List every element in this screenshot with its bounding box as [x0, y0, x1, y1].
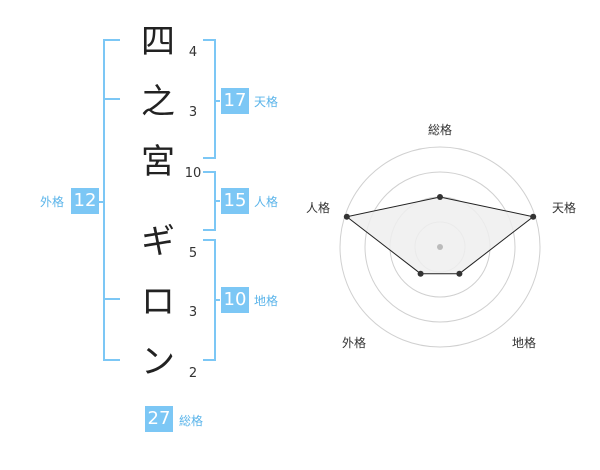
radar-point-2: [530, 213, 537, 220]
tenkaku-label: 天格: [254, 95, 279, 109]
stroke-count-3: 10: [184, 166, 202, 181]
name-char-6: ン: [141, 342, 175, 382]
radar-point-3: [456, 270, 463, 277]
tenkaku-bracket: [203, 39, 216, 159]
radar-center: [437, 244, 443, 250]
jinkaku-value: 15: [221, 188, 249, 214]
radar-label-tenkaku: 天格: [551, 201, 576, 215]
chikaku-value: 10: [221, 287, 249, 313]
radar-label-gaikaku: 外格: [341, 336, 366, 350]
radar-label-soukaku: 総格: [427, 123, 452, 137]
stroke-count-6: 2: [188, 366, 198, 381]
soukaku-label: 総格: [179, 414, 204, 428]
stroke-count-2: 3: [188, 105, 198, 120]
name-char-3: 宮: [141, 142, 175, 182]
tenkaku-value: 17: [221, 88, 249, 114]
name-char-2: 之: [141, 82, 175, 122]
gaikaku-value: 12: [71, 188, 99, 214]
stroke-count-4: 5: [188, 246, 198, 261]
radar-polygon: [345, 196, 535, 275]
radar-label-jinkaku: 人格: [305, 201, 330, 215]
radar-point-4: [417, 270, 424, 277]
radar-point-5: [343, 213, 350, 220]
name-char-4: ギ: [141, 222, 175, 262]
name-char-5: ロ: [141, 282, 175, 322]
gaikaku-label: 外格: [40, 195, 65, 209]
soukaku-value: 27: [145, 406, 173, 432]
chikaku-label: 地格: [254, 294, 279, 308]
radar-ring: [339, 146, 541, 348]
name-char-1: 四: [141, 22, 175, 62]
stroke-count-5: 3: [188, 305, 198, 320]
radar-ring: [364, 171, 516, 323]
stroke-count-1: 4: [188, 45, 198, 60]
gaikaku-bracket: [103, 39, 120, 361]
radar-point-1: [437, 194, 443, 200]
radar-label-chikaku: 地格: [511, 336, 536, 350]
jinkaku-label: 人格: [254, 195, 279, 209]
